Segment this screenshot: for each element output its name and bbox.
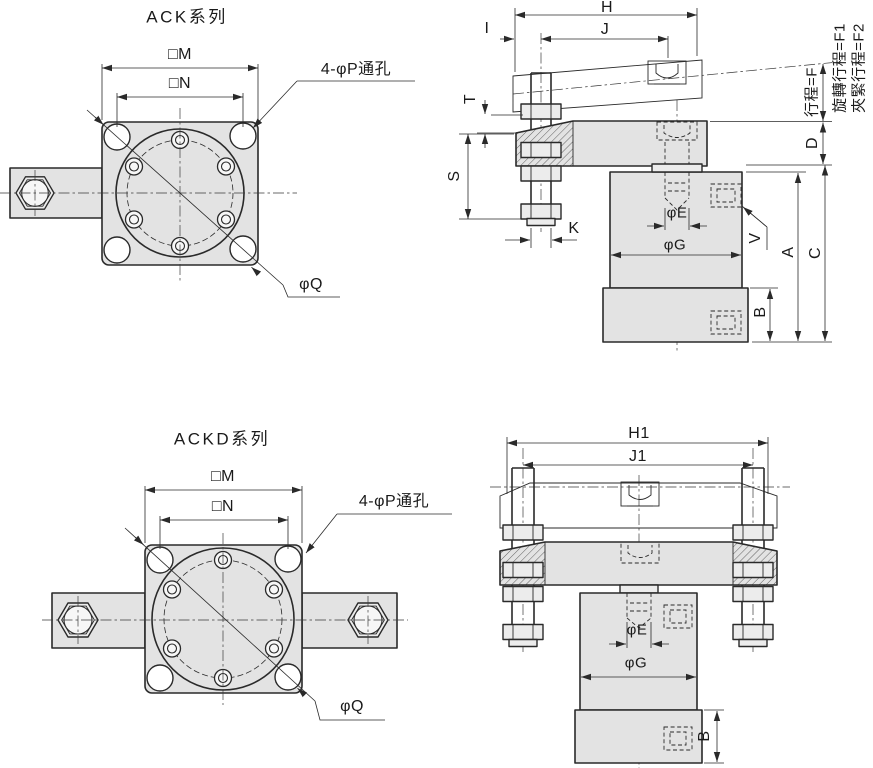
- note-clamp-stroke: 夾緊行程=F2: [850, 23, 868, 113]
- ack-side-view: [512, 33, 833, 352]
- dim-label-t: T: [462, 93, 479, 105]
- callout-leader: [305, 513, 338, 554]
- callout-label-through-holes: 4-φP通孔: [320, 61, 392, 78]
- dim-label-s: S: [446, 170, 463, 182]
- hex-nut: [520, 103, 562, 120]
- dim-label-phi-e: φE: [666, 204, 688, 222]
- q-callout-underline: [314, 700, 385, 721]
- ackd-side-dimensions: [506, 437, 769, 764]
- dim-label-i: I: [484, 20, 490, 37]
- washer: [738, 638, 768, 648]
- ack-series-title: ACK系列: [146, 7, 228, 27]
- dim-label-d: D: [804, 136, 821, 150]
- center-screw-head: [656, 121, 698, 141]
- dim-label-c: C: [807, 246, 824, 260]
- hex-nut: [732, 623, 774, 641]
- dim-label-square-n: □N: [211, 498, 235, 515]
- dim-label-square-m: □M: [211, 468, 235, 485]
- ack-front-dimensions: [101, 64, 415, 298]
- port-lower: [710, 310, 742, 335]
- dim-label-phi-e: φE: [626, 621, 648, 639]
- q-callout-underline: [282, 284, 340, 298]
- hex-nut: [520, 203, 562, 220]
- raised-arm-axis: [512, 62, 833, 95]
- dim-label-phi-g: φG: [663, 236, 687, 254]
- hex-nut: [732, 524, 774, 541]
- corner-hole: [274, 545, 302, 573]
- dim-label-phi-g: φG: [624, 654, 648, 672]
- dim-label-h1: H1: [628, 425, 650, 442]
- dim-label-h: H: [600, 0, 614, 16]
- note-rotate-stroke: 旋轉行程=F1: [831, 23, 849, 113]
- diagonal-line: [86, 109, 284, 286]
- hex-nut: [520, 141, 562, 159]
- raised-arm-phantom: [499, 482, 778, 529]
- hex-nut: [502, 561, 544, 579]
- dim-label-j: J: [600, 21, 610, 38]
- hex-nut: [520, 165, 562, 182]
- port-label-v: V: [747, 232, 764, 244]
- dim-label-k: K: [568, 220, 580, 237]
- corner-hole: [103, 236, 131, 264]
- dim-label-b: B: [752, 306, 769, 318]
- cylinder-cap: [574, 709, 703, 764]
- cylinder-body: [579, 592, 698, 711]
- ack-front-view: [0, 108, 297, 286]
- hex-nut: [732, 585, 774, 603]
- dim-label-stroke-f: 行程=F: [803, 67, 821, 117]
- hex-nut: [502, 623, 544, 641]
- nut-centerlines: [77, 596, 369, 644]
- raised-arm-phantom: [512, 59, 703, 113]
- ackd-side-view: [490, 448, 790, 768]
- dim-label-q: φQ: [299, 276, 323, 293]
- corner-hole: [146, 664, 174, 692]
- hex-nut: [732, 561, 774, 579]
- callout-leader: [252, 80, 298, 129]
- dim-label-square-m: □M: [168, 46, 192, 63]
- rod-collar: [619, 584, 659, 594]
- hidden-screw: [664, 172, 690, 211]
- ackd-front-dimensions: [144, 486, 452, 721]
- bolt-holes: [162, 550, 284, 688]
- dim-label-square-n: □N: [168, 75, 192, 92]
- dim-label-b: B: [696, 730, 713, 742]
- hex-nut: [502, 585, 544, 603]
- rod-collar: [651, 163, 703, 173]
- hex-nut: [502, 524, 544, 541]
- cylinder-cap: [602, 287, 749, 343]
- diagonal-line: [124, 527, 316, 702]
- washer: [526, 217, 556, 227]
- ackd-front-view: [42, 527, 408, 705]
- center-screw-head: [620, 541, 660, 564]
- raised-socket-screw: [620, 481, 660, 507]
- port-upper: [710, 183, 742, 208]
- cylinder-body: [609, 171, 743, 289]
- callout-label-through-holes: 4-φP通孔: [358, 493, 430, 510]
- washer: [508, 638, 538, 648]
- dim-label-q: φQ: [340, 698, 364, 715]
- ack-side-dimensions: [459, 8, 832, 343]
- port-lower: [663, 726, 693, 751]
- ackd-series-title: ACKD系列: [173, 429, 271, 449]
- port-upper: [663, 604, 693, 629]
- dim-label-j1: J1: [629, 448, 647, 465]
- dim-label-a: A: [780, 246, 797, 258]
- hidden-screw: [626, 593, 652, 629]
